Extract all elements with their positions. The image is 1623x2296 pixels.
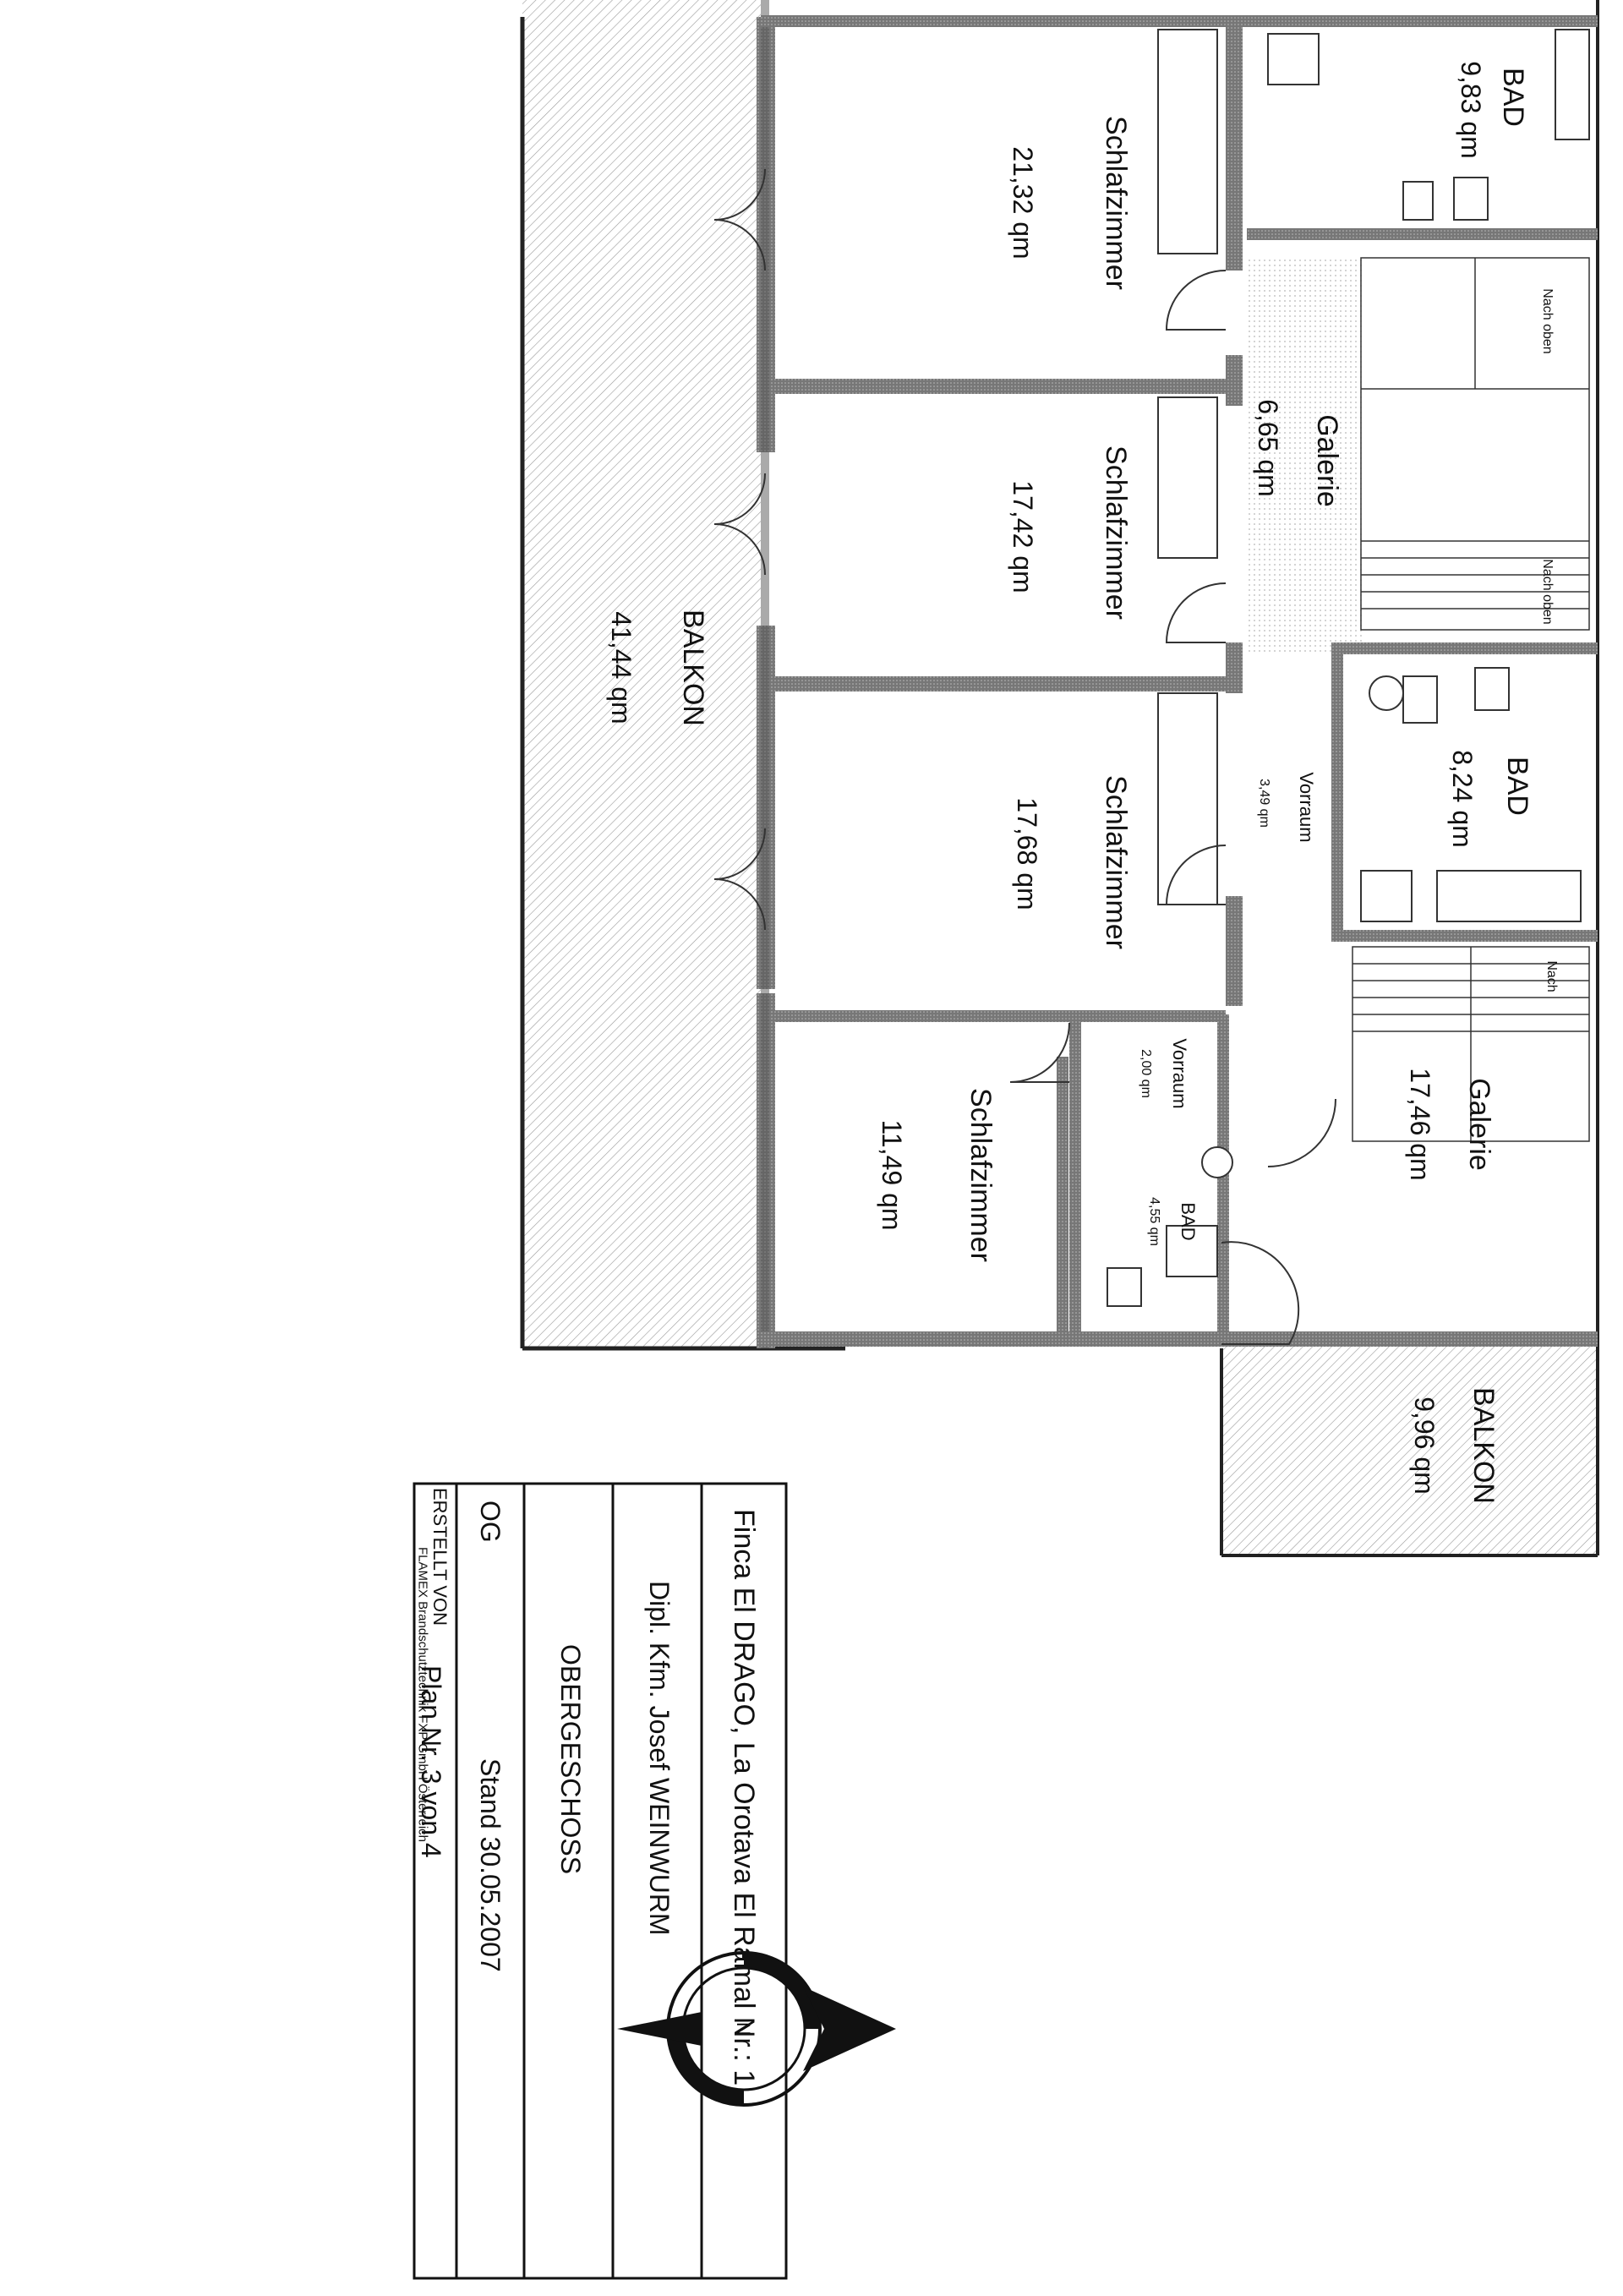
bottom-wall <box>761 1331 1598 1347</box>
title-date: Stand 30.05.2007 <box>475 1758 505 1972</box>
title-floor-code: OG <box>475 1501 505 1543</box>
balcony-small-area <box>1221 1336 1598 1555</box>
outer-walls <box>520 0 1599 1557</box>
title-created-by: FLAMEX Brandschutztechnik FXP GmbH Öster… <box>415 1547 430 1843</box>
sanitary-fixtures <box>1107 29 1590 1307</box>
gallery-top-area <box>1247 258 1365 655</box>
partition-walls <box>769 17 1598 1336</box>
compass-needle-north <box>617 2012 702 2046</box>
facade-walls <box>757 0 775 1348</box>
stairs-lower <box>1352 946 1590 1142</box>
title-project: Finca El DRAGO, La Orotava El Ramal Nr.:… <box>728 1509 760 2086</box>
top-wall <box>761 15 1598 27</box>
doors <box>713 168 1336 1345</box>
compass-needle-south <box>803 1987 896 2071</box>
balcony-main-area <box>522 0 761 1348</box>
compass-rose: N <box>617 1951 896 2107</box>
stairs-upper <box>1360 257 1590 631</box>
title-created-by-label: ERSTELLT VON <box>429 1488 451 1626</box>
compass-north-letter: N <box>733 2022 754 2036</box>
title-client: Dipl. Kfm. Josef WEINWURM <box>644 1581 675 1936</box>
title-floor-name: OBERGESCHOSS <box>555 1644 586 1875</box>
wardrobes <box>1157 29 1218 905</box>
